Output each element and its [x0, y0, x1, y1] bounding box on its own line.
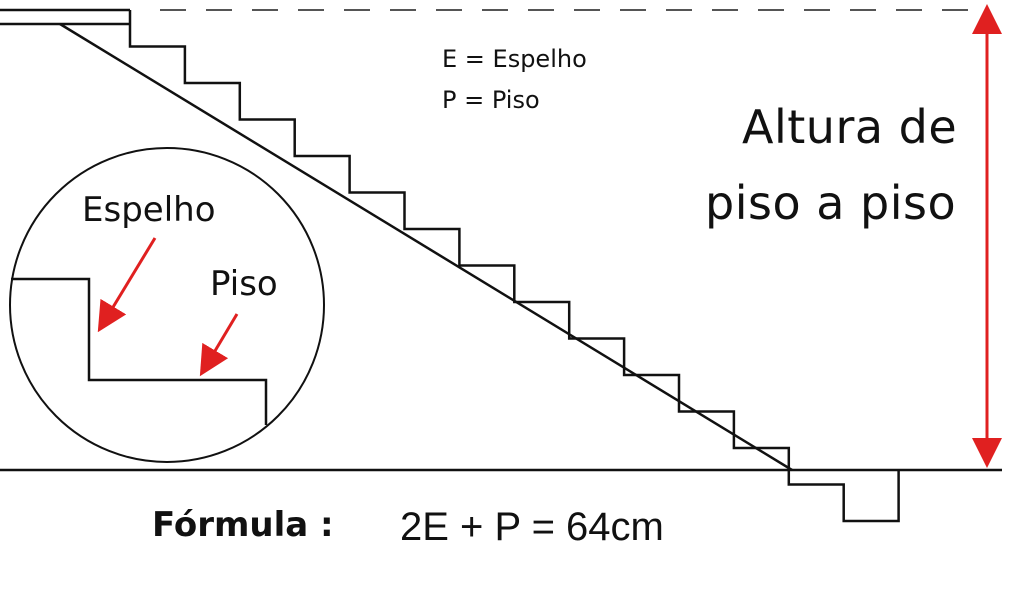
formula-expression: 2E + P = 64cm	[400, 505, 664, 549]
stair-stringer-line	[59, 22, 793, 472]
legend-piso: P = Piso	[442, 86, 540, 114]
detail-circle	[9, 147, 325, 463]
espelho-arrow-icon	[97, 237, 157, 333]
formula-label: Fórmula :	[152, 505, 334, 545]
legend-espelho: E = Espelho	[442, 45, 587, 73]
height-label-line2: piso a piso	[705, 176, 957, 230]
piso-arrow-icon	[199, 313, 239, 377]
detail-espelho-label: Espelho	[82, 190, 216, 230]
detail-piso-label: Piso	[210, 264, 278, 304]
height-label-line1: Altura de	[742, 100, 958, 154]
detail-step-outline	[11, 277, 268, 425]
stair-steps	[128, 10, 900, 523]
